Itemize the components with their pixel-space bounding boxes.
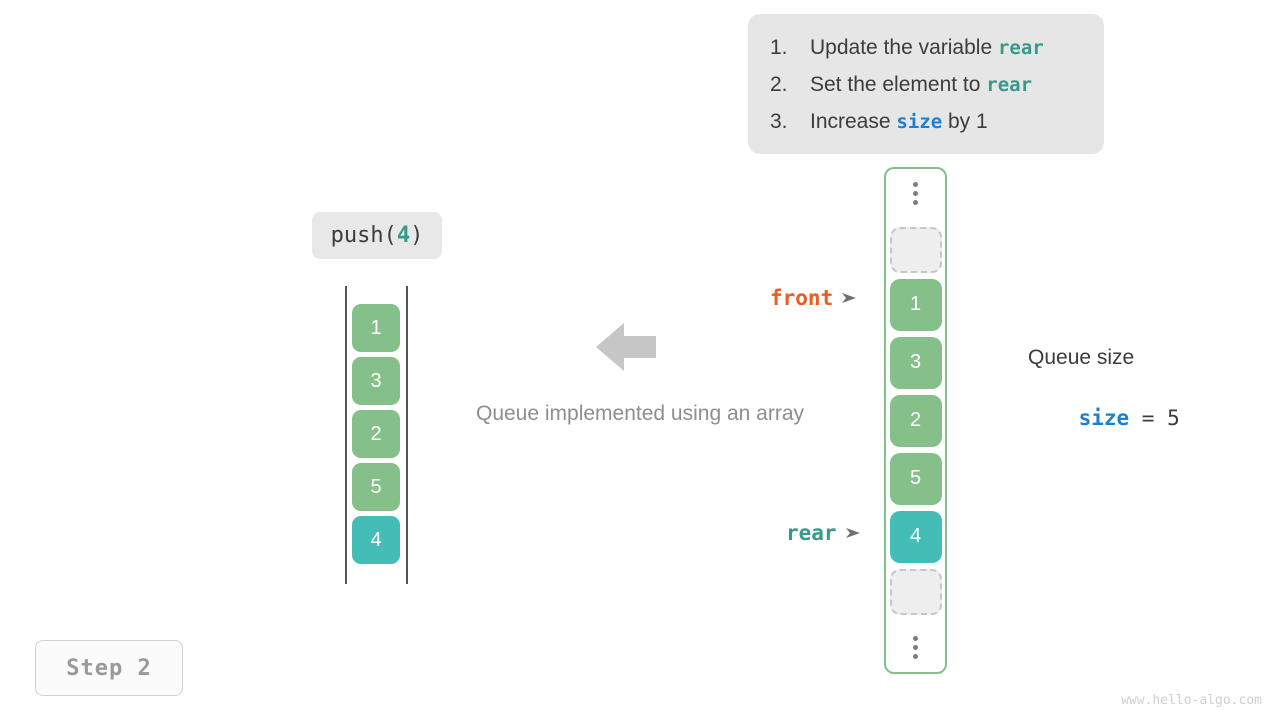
instruction-code-rear: rear — [986, 74, 1033, 96]
pointer-rear-label: rear — [786, 521, 837, 545]
pointer-arrow-icon — [845, 526, 862, 540]
array-cell: 3 — [352, 357, 400, 405]
pointer-front-label: front — [770, 286, 834, 310]
queue-container: 1 3 2 5 4 — [884, 167, 947, 674]
instruction-number: 2. — [770, 73, 788, 96]
queue-cells: 1 3 2 5 4 — [889, 226, 942, 615]
pointer-front: front — [770, 286, 858, 310]
instruction-text: Set the element to — [810, 73, 987, 96]
vertical-ellipsis-icon-top — [913, 182, 918, 205]
array-cell: 5 — [352, 463, 400, 511]
queue-cell-empty — [889, 226, 942, 273]
array-cell: 1 — [352, 304, 400, 352]
instruction-item-2: 2. Set the element to rear — [748, 73, 1104, 110]
instruction-number: 1. — [770, 36, 788, 59]
diagram-caption: Queue implemented using an array — [475, 402, 805, 425]
vertical-ellipsis-icon-bottom — [913, 636, 918, 659]
queue-size-expression: size = 5 — [1028, 382, 1180, 454]
result-array-cells: 1 3 2 5 4 — [352, 304, 400, 564]
pointer-rear: rear — [786, 521, 862, 545]
size-variable-name: size — [1078, 406, 1130, 430]
array-bracket-right — [406, 286, 408, 584]
instruction-panel: 1. Update the variable rear 2. Set the e… — [748, 14, 1104, 154]
instruction-number: 3. — [770, 110, 788, 133]
instruction-text: Increase — [810, 110, 897, 133]
operation-close-paren: ) — [410, 223, 424, 248]
left-arrow-icon — [596, 320, 656, 374]
queue-cell-highlighted: 4 — [889, 510, 942, 563]
queue-cell: 3 — [889, 336, 942, 389]
operation-label: push(4) — [312, 212, 442, 259]
array-bracket-left — [345, 286, 347, 584]
queue-cell: 5 — [889, 452, 942, 505]
instruction-text-post: by 1 — [942, 110, 988, 133]
queue-cell-empty — [889, 568, 942, 615]
result-array: 1 3 2 5 4 — [345, 286, 409, 584]
queue-cell: 1 — [889, 278, 942, 331]
instruction-code-size: size — [896, 111, 943, 133]
size-value: 5 — [1167, 406, 1180, 430]
size-operator: = — [1129, 406, 1168, 430]
queue-cell: 2 — [889, 394, 942, 447]
step-badge: Step 2 — [35, 640, 183, 696]
instruction-code-rear: rear — [997, 37, 1044, 59]
operation-name: push( — [330, 223, 397, 248]
instruction-item-3: 3. Increase size by 1 — [748, 110, 1104, 147]
watermark: www.hello-algo.com — [1121, 693, 1262, 708]
pointer-arrow-icon — [842, 291, 858, 305]
array-cell-highlighted: 4 — [352, 516, 400, 564]
instruction-text: Update the variable — [810, 36, 998, 59]
array-cell: 2 — [352, 410, 400, 458]
instruction-item-1: 1. Update the variable rear — [748, 36, 1104, 73]
operation-argument: 4 — [396, 223, 411, 248]
queue-size-title: Queue size — [1028, 346, 1135, 369]
queue-size-info: Queue size size = 5 — [1028, 344, 1180, 454]
